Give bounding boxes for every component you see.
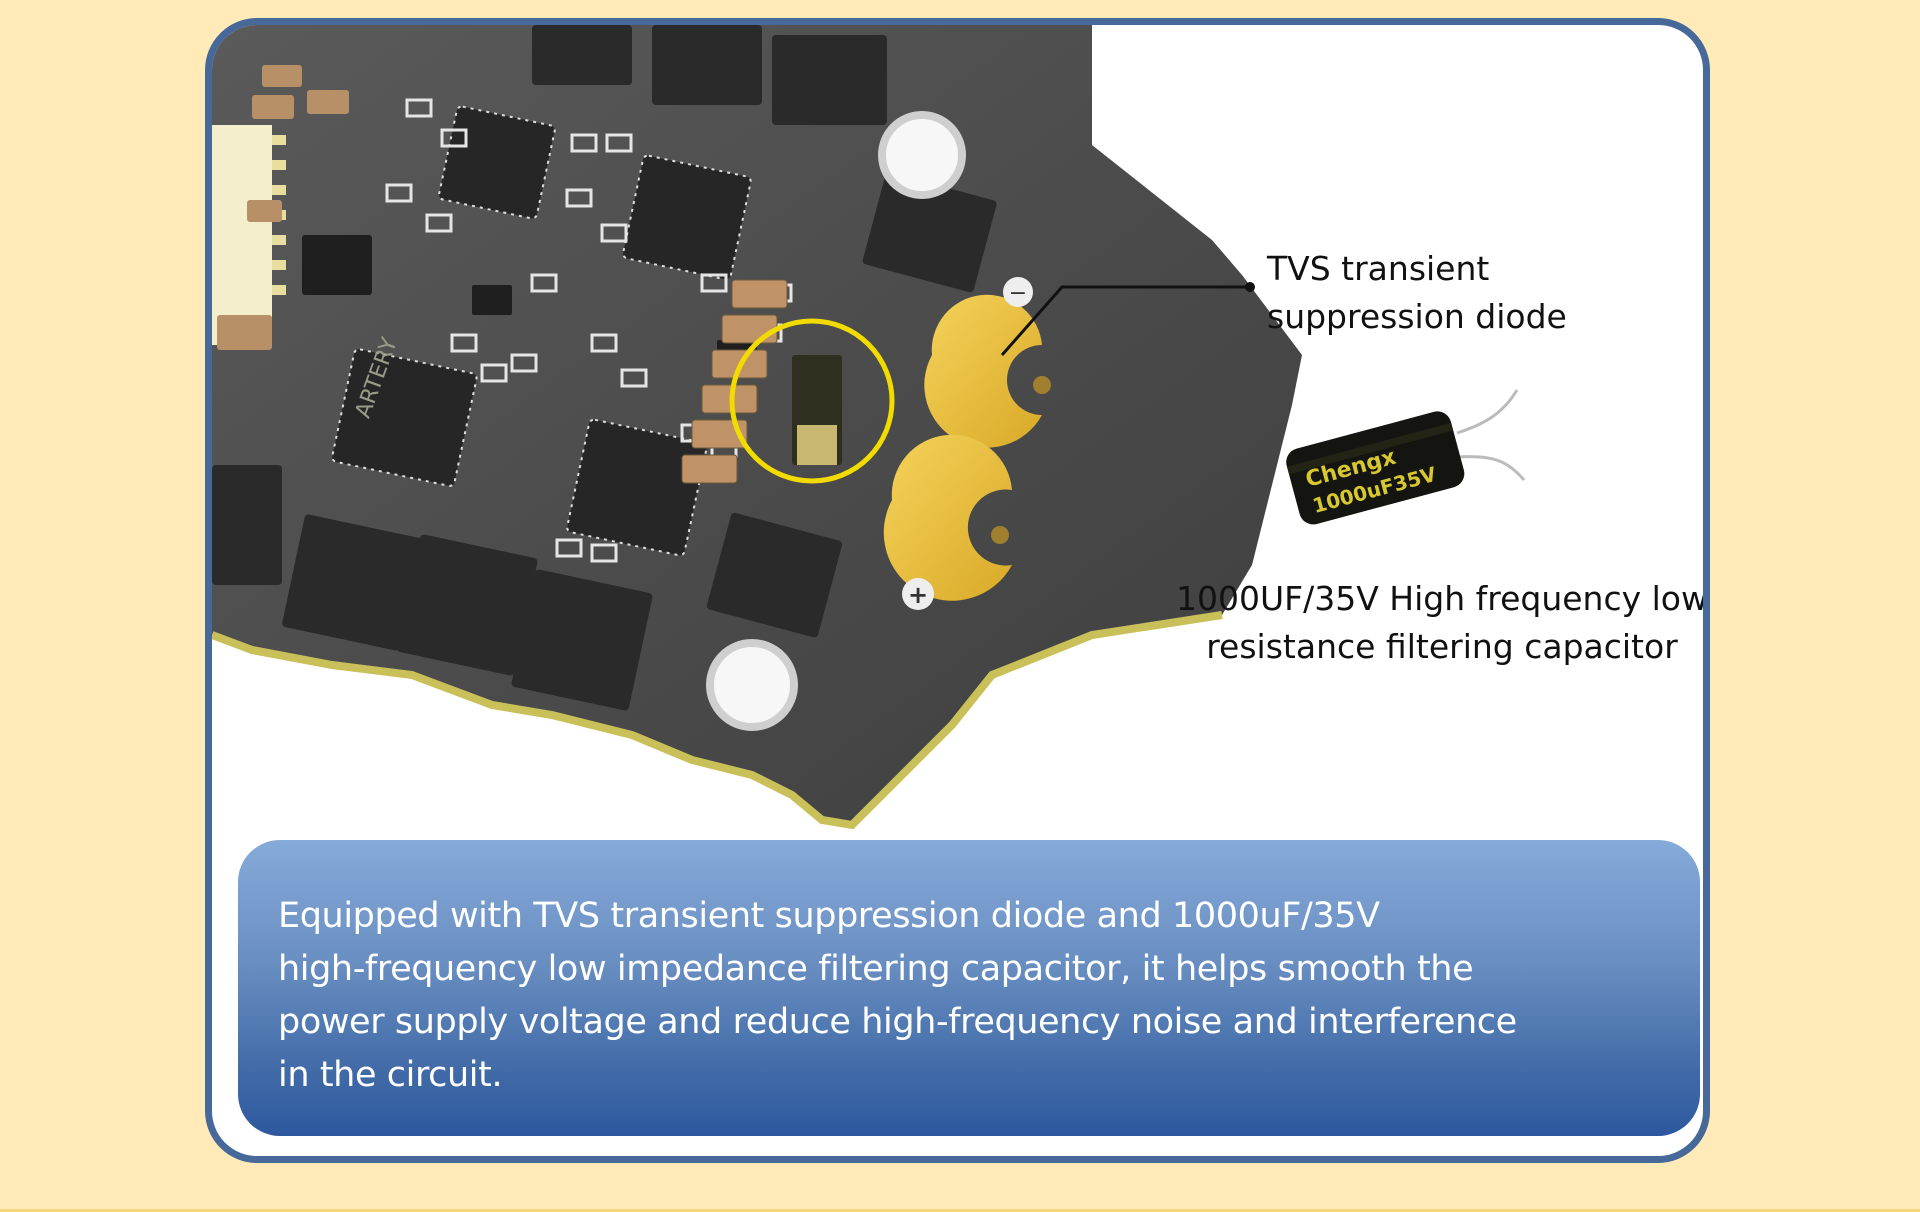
electrolytic-capacitor-image: Chengx 1000uF35V [1286, 389, 1526, 525]
mounting-holes [706, 111, 966, 731]
highlight-circle [729, 318, 895, 484]
capacitor-bank [681, 279, 788, 484]
connector-strip [212, 125, 272, 345]
description-line: Equipped with TVS transient suppression … [278, 896, 1380, 936]
capacitor-callout-line1: 1000UF/35V High frequency low [1176, 579, 1708, 618]
mosfet-components [212, 25, 997, 711]
positive-marker [902, 578, 934, 610]
description-panel: Equipped with TVS transient suppression … [238, 840, 1700, 1136]
description-text: Equipped with TVS transient suppression … [278, 890, 1678, 1102]
tvs-diode-callout: TVS transient suppression diode [1267, 245, 1567, 341]
tvs-callout-line1: TVS transient [1267, 249, 1490, 288]
capacitor-callout-line2: resistance filtering capacitor [1206, 627, 1678, 666]
pcb-board-image: ARTERY [212, 25, 1302, 830]
callout-leader-line [1000, 285, 1250, 356]
capacitor-callout: 1000UF/35V High frequency low resistance… [1072, 575, 1708, 671]
svg-text:+: + [908, 581, 928, 609]
svg-text:−: − [1009, 281, 1027, 306]
page-bottom-divider [0, 1209, 1920, 1212]
negative-marker [1003, 277, 1033, 307]
description-line: high-frequency low impedance filtering c… [278, 949, 1474, 989]
power-pads [883, 294, 1051, 601]
tvs-callout-line2: suppression diode [1267, 297, 1567, 336]
description-line: in the circuit. [278, 1055, 503, 1095]
ic-chips [331, 105, 752, 557]
callout-dot [1245, 282, 1255, 292]
feature-card: ARTERY [205, 18, 1710, 1163]
description-line: power supply voltage and reduce high-fre… [278, 1002, 1517, 1042]
